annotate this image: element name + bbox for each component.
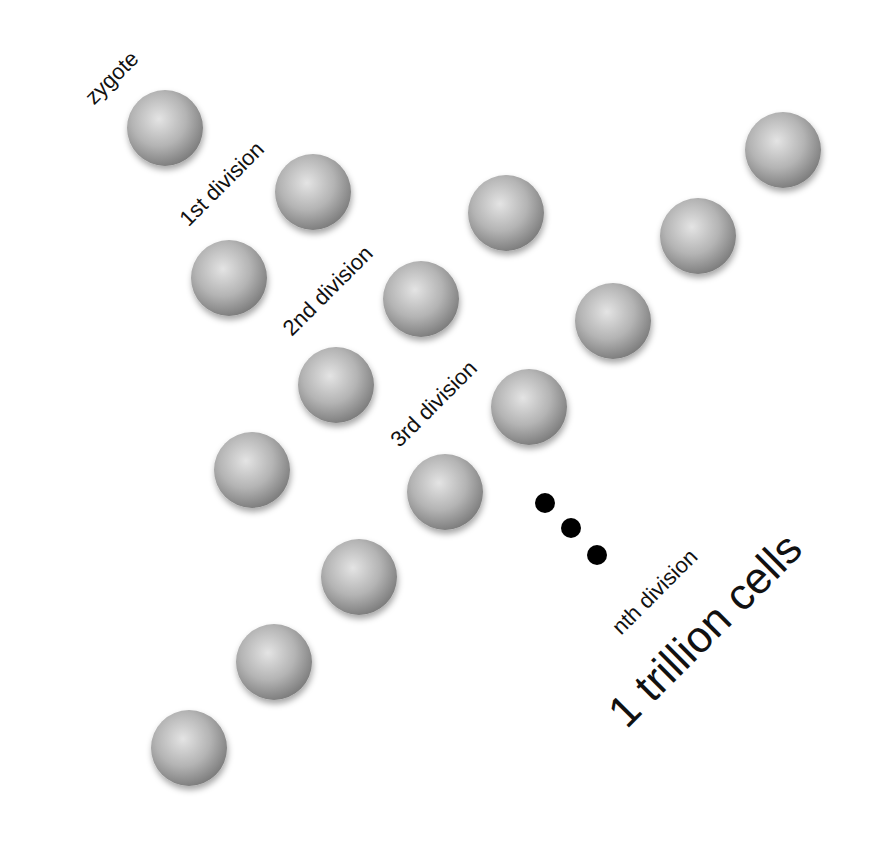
cell [321,539,397,615]
cell [214,432,290,508]
ellipsis-dots [535,493,607,565]
dot [561,518,581,538]
cell [407,454,483,530]
dot [535,493,555,513]
cell [745,112,821,188]
cell [491,369,567,445]
stage-label: zygote [81,47,142,108]
stage-label: 3rd division [387,357,481,451]
cell-spheres [127,90,821,786]
cell [127,90,203,166]
cell [191,240,267,316]
cell [660,198,736,274]
cell [575,283,651,359]
cell [468,175,544,251]
cell [151,710,227,786]
stage-label: 2nd division [279,242,377,340]
cell [383,261,459,337]
cell [236,624,312,700]
dot [587,545,607,565]
cell [275,154,351,230]
cell [298,347,374,423]
